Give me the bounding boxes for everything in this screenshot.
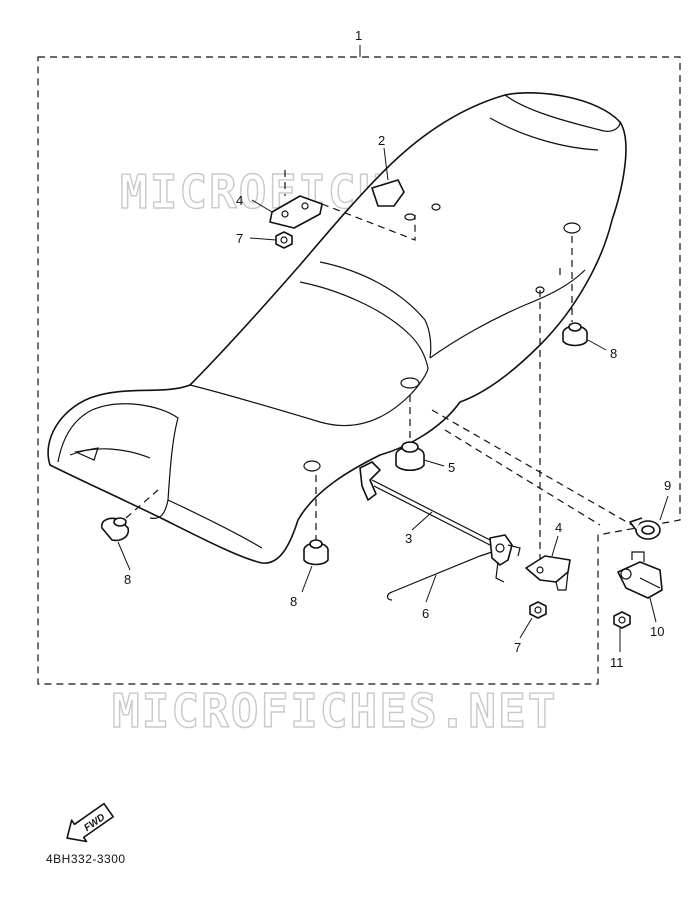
callout-10: 10	[650, 624, 664, 639]
callout-2: 2	[378, 133, 385, 148]
callout-5: 5	[448, 460, 455, 475]
part-3-lock-rod	[359, 461, 521, 583]
part-4-upper-bracket	[251, 170, 416, 241]
part-8-damper-right	[562, 236, 607, 351]
callout-7-lower: 7	[514, 640, 521, 655]
callout-1: 1	[355, 28, 362, 43]
figure-code: 4BH332-3300	[46, 852, 126, 866]
callout-4-lower: 4	[555, 520, 562, 535]
callout-6: 6	[422, 606, 429, 621]
callout-3: 3	[405, 531, 412, 546]
callout-7-upper: 7	[236, 231, 243, 246]
callout-11: 11	[610, 655, 624, 670]
part-7-upper-nut	[249, 231, 293, 249]
seat	[47, 92, 627, 564]
part-4-lower-bracket	[525, 290, 571, 591]
part-10-seat-lock	[617, 551, 663, 623]
part-11-nut	[613, 611, 631, 652]
part-2-seat-hook	[371, 147, 405, 207]
callout-8-left: 8	[124, 572, 131, 587]
cable-guide-line	[431, 409, 633, 526]
part-6-wire	[386, 551, 493, 603]
part-8-damper-left	[100, 489, 159, 571]
part-7-lower-nut	[519, 601, 547, 639]
part-5-damper	[395, 395, 445, 472]
part-8-damper-center	[301, 475, 329, 593]
callout-8-right: 8	[610, 346, 617, 361]
callout-4-upper: 4	[236, 193, 243, 208]
assembly-boundary	[37, 56, 681, 685]
callout-8-center: 8	[290, 594, 297, 609]
watermark-bottom: MICROFICHES.NET	[112, 684, 557, 738]
part-9-grommet	[629, 495, 669, 540]
callout-9: 9	[664, 478, 671, 493]
fwd-arrow-icon: FWD	[66, 802, 114, 843]
